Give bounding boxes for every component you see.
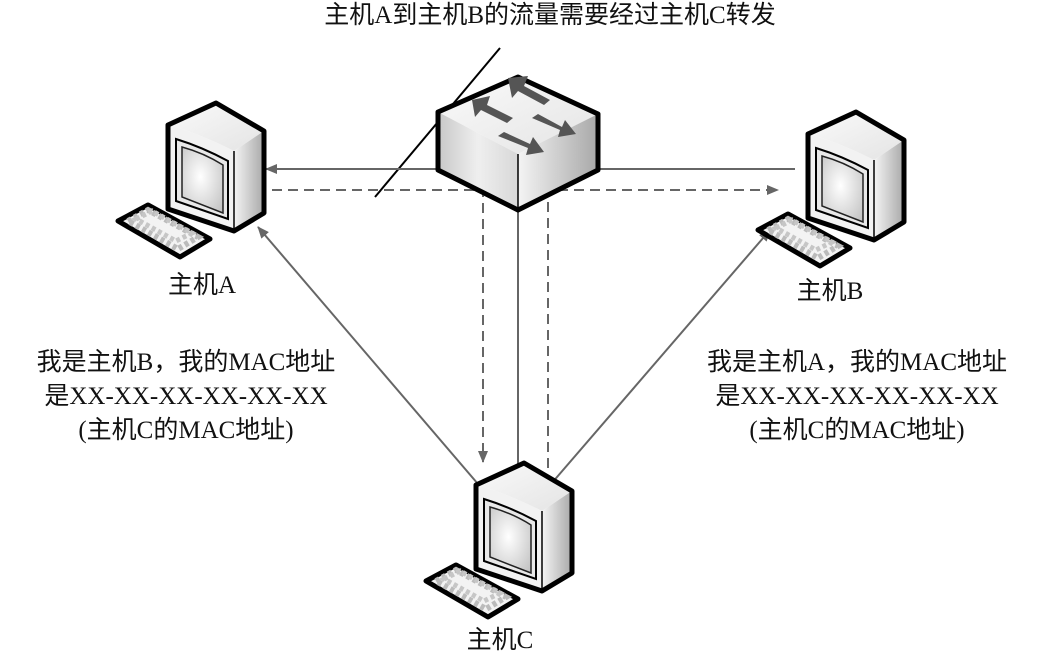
- edge-host-c-to-host-a: [257, 226, 479, 485]
- message-to-host-a-line3: (主机C的MAC地址): [78, 417, 294, 444]
- host-b-computer-icon: [758, 112, 904, 266]
- host-b-label: 主机B: [796, 278, 864, 305]
- message-to-host-b-line1: 我是主机A，我的MAC地址: [706, 349, 1007, 376]
- message-to-host-b-line3: (主机C的MAC地址): [749, 417, 965, 444]
- message-to-host-a-line1: 我是主机B，我的MAC地址: [36, 349, 336, 376]
- host-a-computer-icon: [118, 103, 264, 257]
- message-to-host-b-line2: 是XX-XX-XX-XX-XX-XX: [715, 383, 999, 410]
- message-to-host-a: 我是主机B，我的MAC地址 是XX-XX-XX-XX-XX-XX (主机C的MA…: [0, 346, 372, 448]
- message-to-host-a-line2: 是XX-XX-XX-XX-XX-XX: [44, 383, 328, 410]
- host-c-computer-icon: [426, 463, 572, 617]
- message-to-host-b: 我是主机A，我的MAC地址 是XX-XX-XX-XX-XX-XX (主机C的MA…: [672, 346, 1042, 448]
- edge-host-c-to-host-b: [550, 229, 771, 485]
- network-switch-icon: [435, 74, 601, 213]
- host-a-label: 主机A: [167, 272, 237, 299]
- diagram-title: 主机A到主机B的流量需要经过主机C转发: [324, 2, 776, 29]
- host-c-label: 主机C: [466, 627, 534, 654]
